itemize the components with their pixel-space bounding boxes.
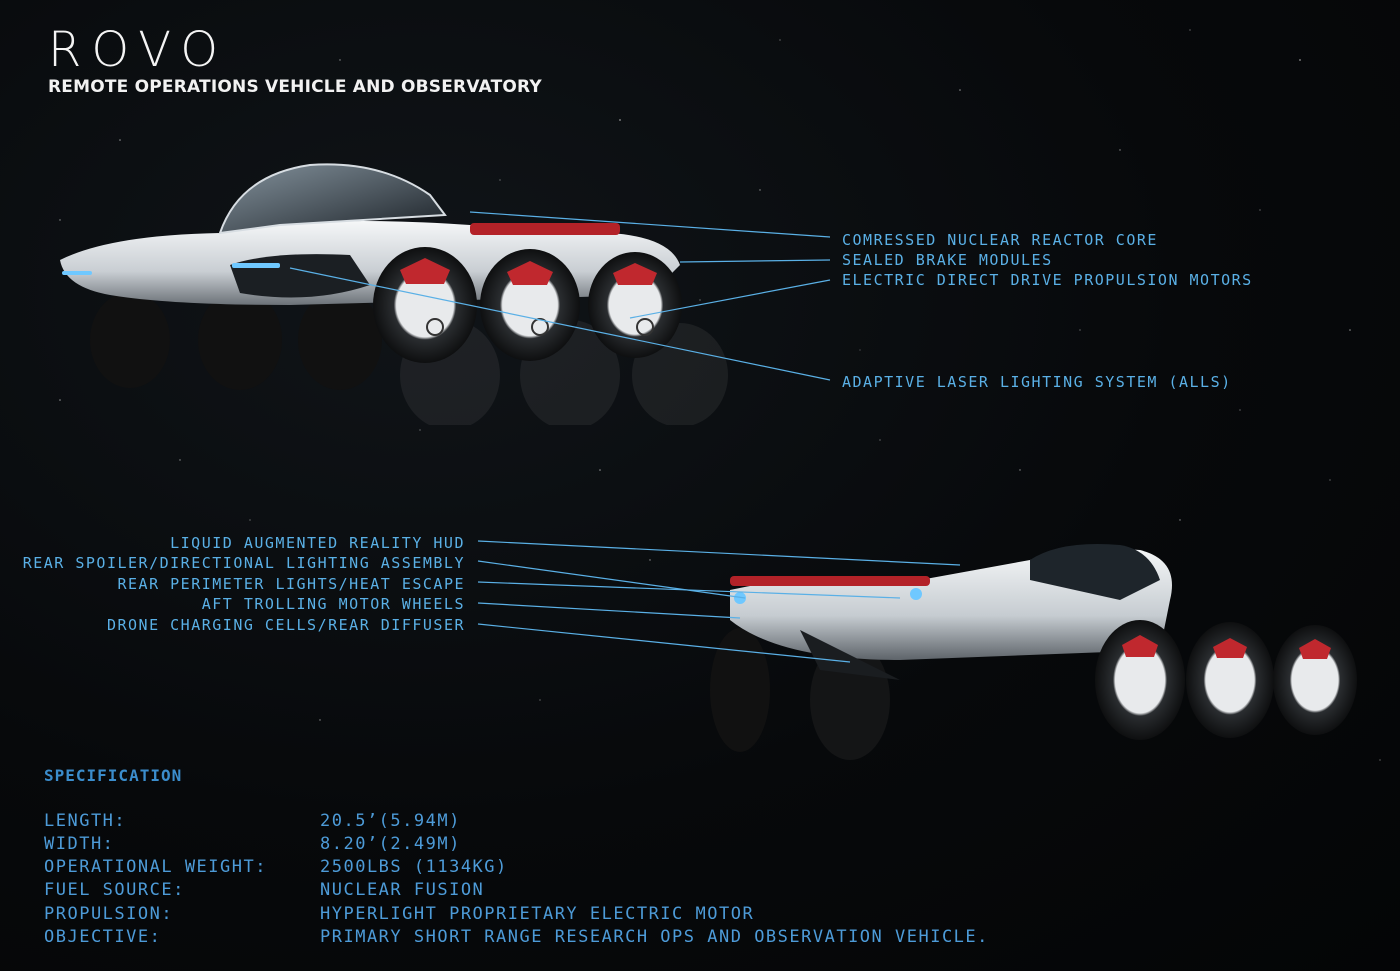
callout-laser-lighting: ADAPTIVE LASER LIGHTING SYSTEM (ALLS)	[842, 373, 1232, 391]
spec-row-length: LENGTH: 20.5’(5.94M)	[44, 813, 461, 830]
spec-row-fuel: FUEL SOURCE: NUCLEAR FUSION	[44, 882, 484, 899]
callout-hud: LIQUID AUGMENTED REALITY HUD	[170, 534, 465, 552]
spec-key: LENGTH:	[44, 811, 127, 831]
spec-row-weight: OPERATIONAL WEIGHT: 2500LBS (1134KG)	[44, 859, 508, 876]
callout-rear-perimeter-lights: REAR PERIMETER LIGHTS/HEAT ESCAPE	[117, 575, 465, 593]
spec-key: WIDTH:	[44, 834, 115, 854]
spec-key: PROPULSION:	[44, 904, 174, 924]
callout-trolling-wheels: AFT TROLLING MOTOR WHEELS	[201, 595, 465, 613]
front-vehicle-render	[60, 163, 728, 425]
callout-brake-modules: SEALED BRAKE MODULES	[842, 251, 1053, 269]
spec-value: PRIMARY SHORT RANGE RESEARCH OPS AND OBS…	[320, 927, 989, 947]
page-subtitle: REMOTE OPERATIONS VEHICLE AND OBSERVATOR…	[48, 77, 542, 97]
spec-value: 8.20’(2.49M)	[320, 834, 461, 854]
spec-value: HYPERLIGHT PROPRIETARY ELECTRIC MOTOR	[320, 904, 755, 924]
spec-row-width: WIDTH: 8.20’(2.49M)	[44, 836, 461, 853]
rear-vehicle-render	[710, 544, 1357, 760]
spec-value: NUCLEAR FUSION	[320, 880, 485, 900]
rovo-logo: ROVO	[48, 22, 229, 78]
spec-value: 2500LBS (1134KG)	[320, 857, 508, 877]
callout-reactor-core: COMRESSED NUCLEAR REACTOR CORE	[842, 231, 1158, 249]
spec-title: SPECIFICATION	[44, 766, 183, 785]
callout-propulsion-motors: ELECTRIC DIRECT DRIVE PROPULSION MOTORS	[842, 271, 1253, 289]
spec-value: 20.5’(5.94M)	[320, 811, 461, 831]
spec-key: FUEL SOURCE:	[44, 880, 185, 900]
spec-row-propulsion: PROPULSION: HYPERLIGHT PROPRIETARY ELECTR…	[44, 906, 754, 923]
callout-drone-charging: DRONE CHARGING CELLS/REAR DIFFUSER	[106, 616, 465, 634]
spec-key: OPERATIONAL WEIGHT:	[44, 857, 267, 877]
spec-row-objective: OBJECTIVE: PRIMARY SHORT RANGE RESEARCH O…	[44, 929, 989, 946]
spec-key: OBJECTIVE:	[44, 927, 162, 947]
callout-rear-spoiler: REAR SPOILER/DIRECTIONAL LIGHTING ASSEMB…	[22, 554, 465, 572]
